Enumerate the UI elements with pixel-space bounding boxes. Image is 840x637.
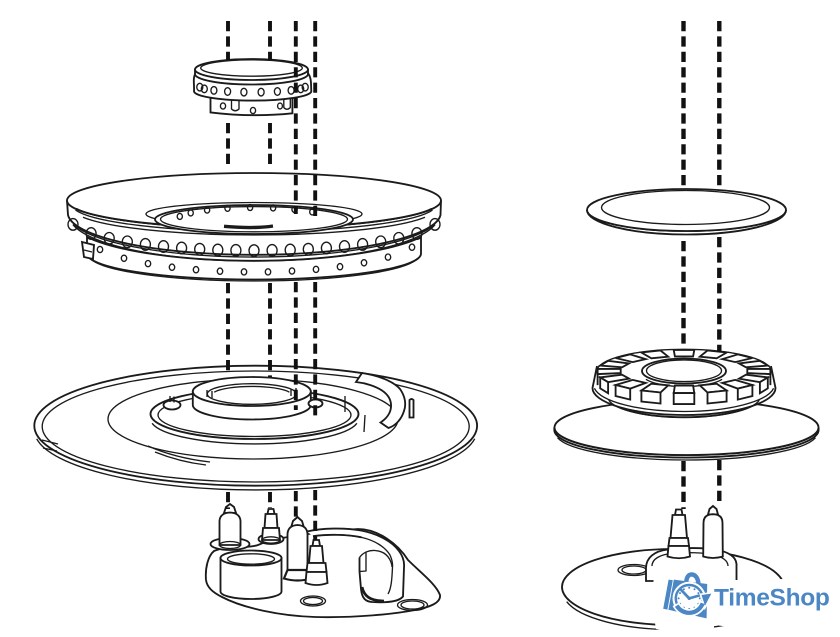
svg-text:TimeShop: TimeShop: [714, 585, 830, 612]
